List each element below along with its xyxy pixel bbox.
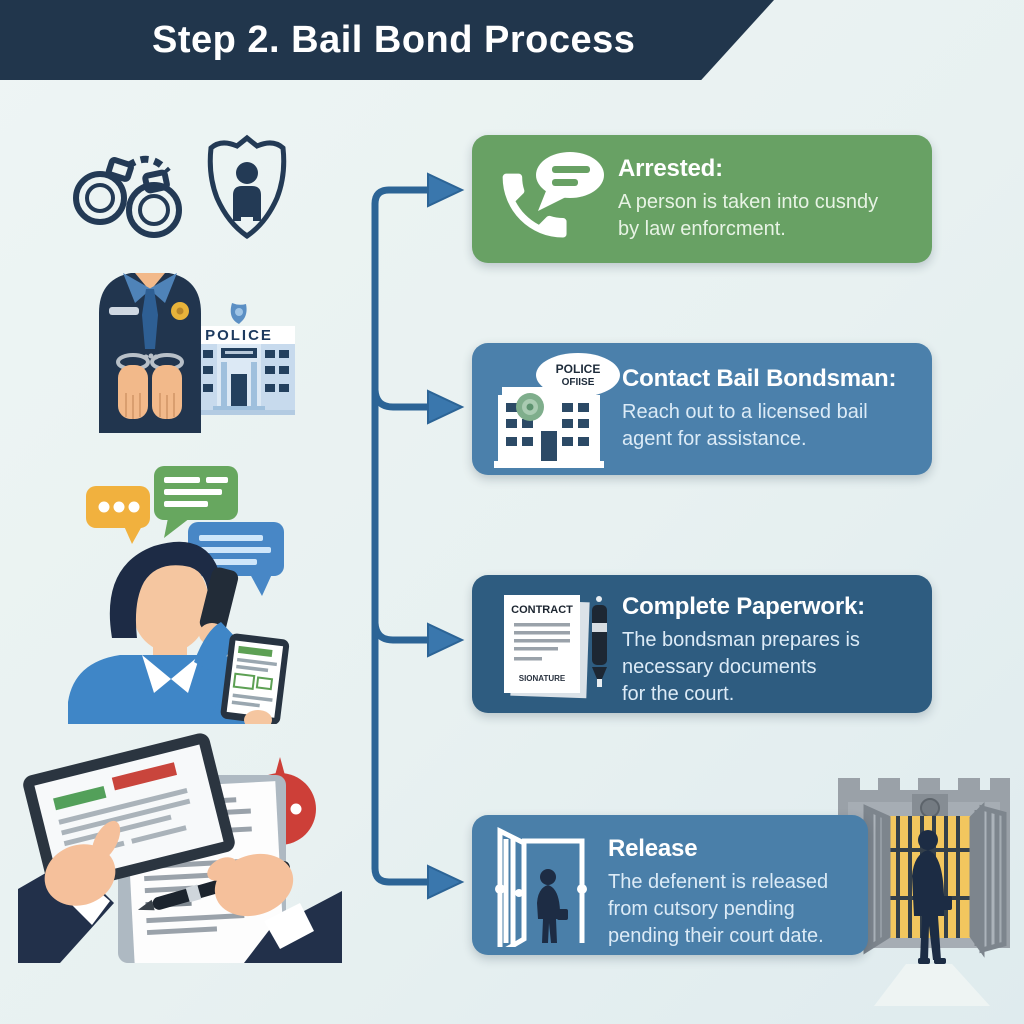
police-sign-text: POLICE: [205, 327, 273, 344]
flow-connector: [348, 148, 478, 918]
handcuffs-icon: [68, 140, 190, 240]
page-title: Step 2. Bail Bond Process: [152, 19, 636, 61]
open-door-icon: [488, 825, 603, 947]
step-heading: Release: [608, 835, 698, 862]
police-station-icon: POLICE OFIISE: [490, 351, 622, 471]
step-body-line: Reach out to a licensed bail: [622, 401, 868, 423]
step-body-line: A person is taken into cusndy: [618, 191, 879, 213]
contract-pen-icon: CONTRACT SIONATURE: [496, 591, 616, 701]
bubble-police-text: POLICE: [556, 362, 601, 376]
police-badge-icon: [203, 133, 291, 241]
pen-icon: [592, 596, 607, 687]
title-banner: Step 2. Bail Bond Process: [0, 0, 774, 80]
step-heading: Arrested:: [618, 155, 723, 182]
step-body-line: The bondsman prepares is: [622, 629, 860, 651]
arrow-icon: [427, 172, 465, 900]
contract-title-text: CONTRACT: [511, 604, 573, 616]
step-body-line: The defenent is released: [608, 871, 829, 893]
step-heading: Complete Paperwork:: [622, 593, 865, 620]
step-body-line: by law enforcment.: [618, 218, 786, 240]
jail-release-illustration: [838, 778, 1010, 1008]
phone-call-illustration: [58, 462, 290, 724]
phone-call-icon: [486, 149, 608, 253]
contract-signature-text: SIONATURE: [519, 674, 566, 683]
step-heading: Contact Bail Bondsman:: [622, 365, 897, 392]
bubble-office-text: OFIISE: [562, 377, 595, 388]
step-box-contact-bondsman: POLICE OFIISE: [472, 343, 932, 475]
step-body-line: agent for assistance.: [622, 428, 807, 450]
step-box-complete-paperwork: CONTRACT SIONATURE Complete Paperwor: [472, 575, 932, 713]
step-box-arrested: Arrested: A person is taken into cusndy …: [472, 135, 932, 263]
step-box-release: Release The defenent is released from cu…: [472, 815, 868, 955]
arrested-person-illustration: [85, 253, 215, 433]
signing-contract-illustration: [18, 733, 342, 963]
step-body-line: pending their court date.: [608, 925, 824, 947]
step-body-line: from cutsory pending: [608, 898, 795, 920]
step-body-line: necessary documents: [622, 656, 817, 678]
step-body-line: for the court.: [622, 683, 735, 705]
